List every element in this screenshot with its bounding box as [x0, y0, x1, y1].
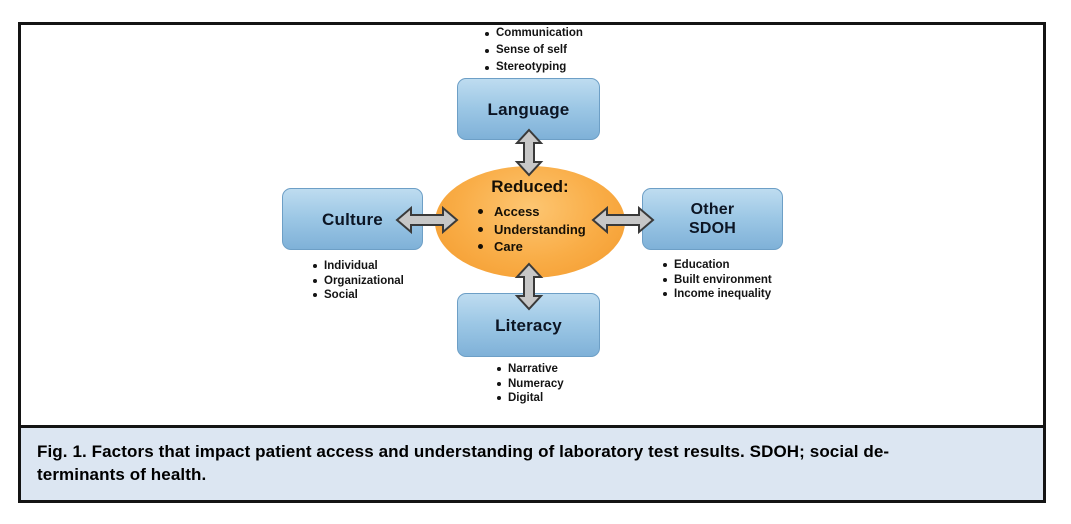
list-item: Income inequality — [663, 287, 772, 302]
list-item: Narrative — [497, 362, 564, 377]
node-label-line: Other — [690, 201, 735, 218]
list-item-label: Built environment — [674, 273, 772, 286]
list-item-label: Digital — [508, 392, 544, 404]
bullet-dot — [485, 48, 489, 53]
list-item: Digital — [497, 391, 564, 406]
list-item: Sense of self — [485, 42, 583, 59]
bullet-dot — [478, 244, 483, 250]
center-ellipse: Reduced: Access Understanding Care — [435, 166, 625, 278]
list-item-label: Stereotyping — [496, 61, 567, 73]
double-arrow-icon — [591, 205, 655, 235]
node-label: Culture — [322, 209, 383, 229]
center-list: Access Understanding Care — [435, 203, 625, 256]
diagram-area: Communication Sense of self Stereotyping… — [21, 25, 1043, 425]
list-item-label: Social — [324, 289, 358, 301]
bullet-dot — [663, 277, 667, 282]
bullet-dot — [663, 263, 667, 268]
list-item-label: Access — [494, 204, 540, 219]
list-item: Individual — [313, 259, 404, 274]
bullet-dot — [313, 293, 317, 298]
list-item: Organizational — [313, 274, 404, 289]
list-item-label: Care — [494, 239, 523, 254]
list-item: Built environment — [663, 273, 772, 288]
literacy-factors-list: Narrative Numeracy Digital — [497, 362, 564, 406]
double-arrow-icon — [514, 128, 544, 177]
list-item: Stereotyping — [485, 59, 583, 76]
list-item: Understanding — [478, 221, 625, 239]
list-item: Access — [478, 203, 625, 221]
list-item: Education — [663, 258, 772, 273]
center-title: Reduced: — [491, 177, 569, 196]
bullet-dot — [497, 381, 501, 386]
node-label-line: SDOH — [688, 220, 737, 237]
caption-line: terminants of health. — [37, 465, 207, 484]
bullet-dot — [663, 292, 667, 297]
list-item-label: Individual — [324, 260, 378, 272]
caption-line: Fig. 1. Factors that impact patient acce… — [37, 442, 890, 461]
culture-factors-list: Individual Organizational Social — [313, 259, 404, 303]
list-item: Communication — [485, 25, 583, 42]
bullet-dot — [485, 65, 489, 70]
double-arrow-icon — [395, 205, 459, 235]
node-label: Literacy — [495, 315, 562, 335]
bullet-dot — [478, 226, 483, 232]
double-arrow-icon — [514, 262, 544, 311]
figure-caption: Fig. 1. Factors that impact patient acce… — [21, 425, 1043, 500]
figure-frame: Communication Sense of self Stereotyping… — [18, 22, 1046, 503]
bullet-dot — [497, 367, 501, 372]
list-item: Care — [478, 238, 625, 256]
node-other-sdoh: Other SDOH — [642, 188, 783, 250]
list-item-label: Narrative — [508, 363, 558, 375]
bullet-dot — [497, 396, 501, 401]
node-label: Language — [487, 99, 570, 119]
list-item: Social — [313, 288, 404, 303]
bullet-dot — [485, 31, 489, 36]
bullet-dot — [313, 264, 317, 269]
language-factors-list: Communication Sense of self Stereotyping — [485, 25, 583, 76]
list-item-label: Understanding — [494, 221, 586, 237]
bullet-dot — [478, 209, 483, 215]
list-item-label: Numeracy — [508, 377, 564, 390]
sdoh-factors-list: Education Built environment Income inequ… — [663, 258, 772, 302]
list-item-label: Income inequality — [674, 288, 772, 300]
list-item: Numeracy — [497, 377, 564, 392]
list-item-label: Education — [674, 259, 730, 271]
list-item-label: Organizational — [324, 274, 404, 287]
list-item-label: Communication — [496, 27, 583, 39]
list-item-label: Sense of self — [496, 44, 567, 56]
bullet-dot — [313, 278, 317, 283]
